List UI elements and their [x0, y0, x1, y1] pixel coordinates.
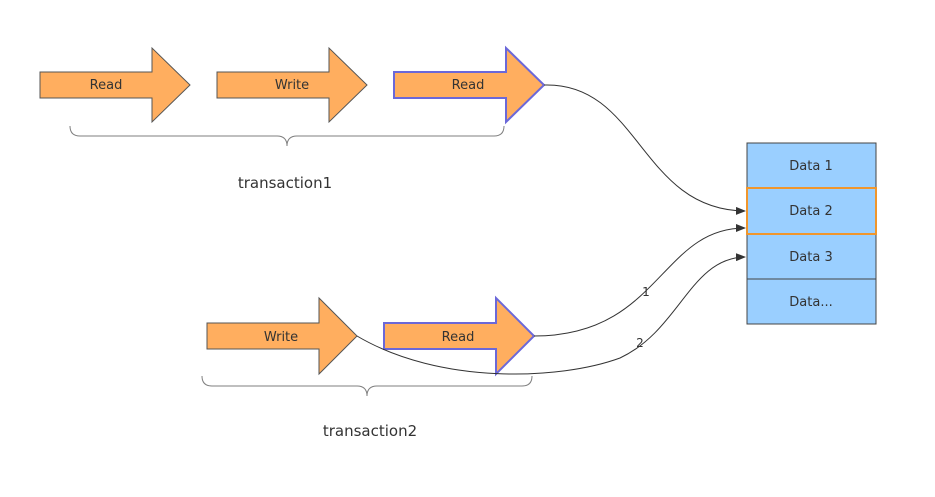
transaction1-group: Read Write Read transaction1 — [39, 45, 546, 192]
txn2-read-selected-arrow-shape — [383, 295, 536, 377]
connector-1-label: 1 — [642, 285, 650, 299]
txn1-read-selected-arrow[interactable]: Read — [393, 45, 546, 125]
txn1-read-selected-arrow-shape — [393, 45, 546, 125]
data-cell-2-label: Data 2 — [789, 204, 832, 219]
data-cell-1[interactable]: Data 1 — [746, 142, 877, 189]
data-cell-3-rect — [746, 233, 877, 280]
transaction2-group: Write Read transaction2 — [201, 295, 536, 440]
txn1-read-label: Read — [90, 78, 123, 93]
txn2-label: transaction2 — [323, 422, 417, 440]
txn1-write-arrow-shape — [216, 46, 368, 124]
data-cell-1-label: Data 1 — [789, 159, 832, 174]
data-cell-4-label: Data... — [789, 295, 832, 310]
txn1-write-arrow[interactable]: Write — [216, 46, 368, 124]
txn1-write-label: Write — [275, 78, 309, 93]
txn1-read-selected-label: Read — [452, 78, 485, 93]
txn1-brace — [69, 125, 505, 147]
connector-txn2-write-to-data3 — [356, 253, 746, 375]
data-cell-3[interactable]: Data 3 — [746, 233, 877, 280]
data-cell-3-label: Data 3 — [789, 250, 832, 265]
data-cell-2[interactable]: Data 2 — [746, 187, 877, 235]
txn2-write-arrow[interactable]: Write — [206, 296, 358, 376]
txn1-read-arrow-shape — [39, 46, 191, 124]
txn2-read-selected-label: Read — [442, 330, 475, 345]
txn1-read-arrow[interactable]: Read — [39, 46, 191, 124]
data-cell-1-rect — [746, 142, 877, 189]
data-cell-4[interactable]: Data... — [746, 278, 877, 325]
connector-txn2-read-to-data2 — [533, 224, 746, 337]
data-cell-4-rect — [746, 278, 877, 325]
connector-2-label: 2 — [636, 336, 644, 350]
txn2-read-selected-arrow[interactable]: Read — [383, 295, 536, 377]
txn1-label: transaction1 — [238, 174, 332, 192]
data-cell-2-rect — [746, 187, 877, 235]
connector-txn1-read-to-data2 — [543, 84, 746, 215]
txn2-write-arrow-shape — [206, 296, 358, 376]
txn2-brace — [201, 375, 533, 397]
data-table: Data 1 Data 3 Data... Data 2 — [746, 142, 877, 325]
connectors: 1 2 — [356, 84, 746, 375]
txn2-write-label: Write — [264, 330, 298, 345]
